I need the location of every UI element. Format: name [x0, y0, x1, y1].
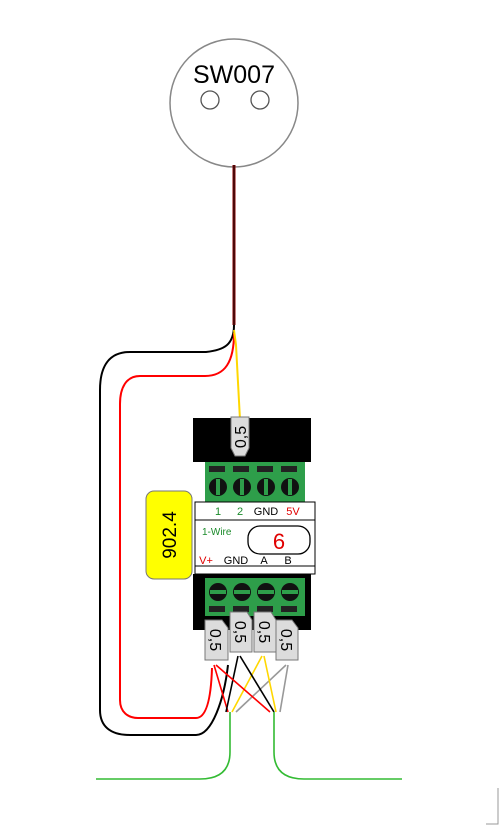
red-wire	[119, 332, 235, 719]
bottom-slot-2	[233, 606, 249, 612]
top-slot-3	[257, 466, 273, 472]
bottom-screw-slot-2	[234, 590, 250, 594]
top-slot-4	[281, 466, 297, 472]
bottom-ferrule-2-body	[229, 611, 253, 653]
bottom-ferrules: 0,5 0,5 0,5 0,5	[204, 611, 299, 661]
tag-label: 902.4	[160, 511, 181, 559]
bottom-screw-slot-1	[210, 590, 226, 594]
cross-wire-gray-2	[279, 664, 289, 713]
sensor-label: SW007	[193, 61, 275, 89]
bus-cable-left	[96, 712, 231, 780]
cross-wire-red-2	[215, 664, 271, 713]
bottom-screw-slot-3	[258, 590, 274, 594]
cross-wire-yellow-1	[231, 655, 263, 713]
bottom-slot-4	[281, 606, 297, 612]
bottom-ferrule-4-body	[275, 619, 299, 661]
sensor-hole-right	[250, 90, 270, 110]
bottom-ferrule-1-gauge: 0,5	[206, 629, 223, 651]
cross-wire-yellow-2	[263, 655, 277, 713]
top-ferrule: 0,5	[230, 416, 250, 457]
top-screw-slot-1	[216, 479, 220, 495]
module-address: 6	[273, 529, 285, 554]
top-screw-slot-4	[288, 479, 292, 495]
top-terminal-screws	[209, 466, 299, 496]
bottom-slot-3	[257, 606, 273, 612]
bottom-ferrule-4-gauge: 0,5	[277, 629, 294, 651]
cross-wire-black-2	[239, 655, 275, 713]
top-ferrule-body	[230, 416, 250, 457]
bottom-ferrule-2-gauge: 0,5	[231, 621, 248, 643]
pin-label-2: 2	[237, 506, 243, 518]
pin-label-5v: 5V	[286, 506, 300, 518]
top-slot-1	[209, 466, 225, 472]
crossing-wires	[213, 655, 289, 713]
top-slot-2	[233, 466, 249, 472]
black-wire	[99, 324, 235, 736]
cross-wire-black-1	[225, 655, 239, 713]
module-top-housing	[193, 418, 311, 462]
yellow-wire	[233, 329, 241, 421]
bottom-slot-1	[209, 606, 225, 612]
cross-wire-gray-1	[235, 664, 287, 713]
module: 1 2 GND 5V 1-Wire 6 V+ GND A B	[193, 418, 316, 630]
bottom-ferrule-1-body	[204, 619, 229, 661]
tag: 902.4	[145, 490, 193, 580]
bottom-ferrule-3-gauge: 0,5	[255, 621, 272, 643]
pin-label-b: B	[284, 555, 291, 567]
pin-label-1: 1	[215, 506, 221, 518]
bus-cable-right	[273, 712, 402, 780]
tag-body	[145, 490, 193, 580]
pin-label-vplus: V+	[199, 555, 213, 567]
pin-label-gnd-top: GND	[254, 506, 279, 518]
cross-wire-red-1	[213, 664, 229, 713]
sensor-hole-left	[200, 90, 220, 110]
loop-wires	[99, 324, 241, 736]
bus-cable	[96, 712, 402, 780]
bottom-screw-slot-4	[282, 590, 298, 594]
sensor: SW007	[169, 38, 299, 168]
pin-label-a: A	[260, 555, 268, 567]
corner-mark	[486, 788, 499, 825]
address-box	[247, 525, 311, 555]
sensor-body	[169, 38, 299, 168]
pin-label-gnd-bottom: GND	[224, 555, 249, 567]
bus-label: 1-Wire	[202, 527, 232, 538]
top-ferrule-gauge: 0,5	[233, 426, 250, 448]
top-screw-slot-2	[240, 479, 244, 495]
bottom-terminal-screws	[209, 583, 299, 612]
top-screw-slot-3	[264, 479, 268, 495]
